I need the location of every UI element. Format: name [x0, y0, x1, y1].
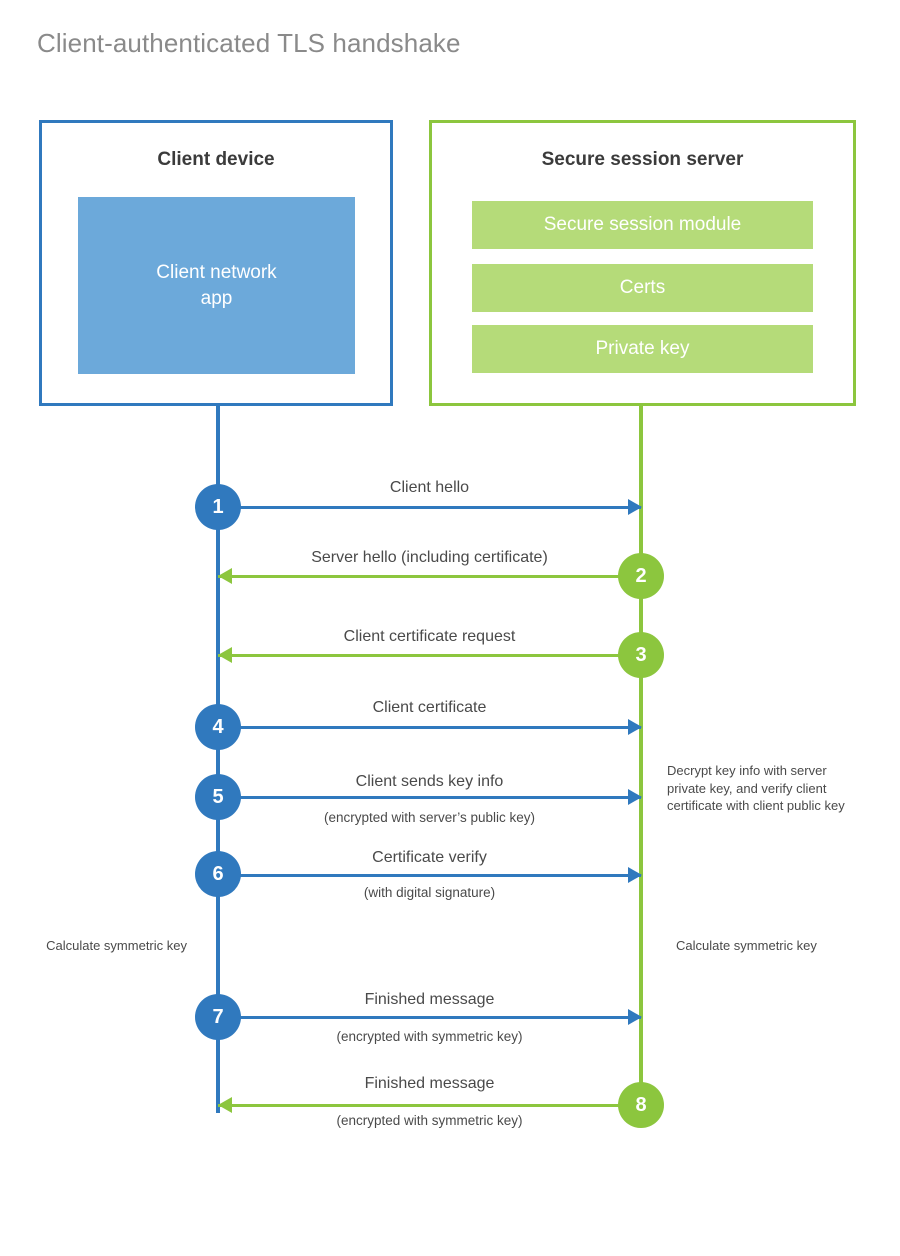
client-app-line-1: Client network — [156, 261, 277, 283]
note-calculate-symmetric-key-client: Calculate symmetric key — [46, 938, 187, 953]
message-label-5: Client sends key info — [355, 773, 504, 790]
client-network-app-block: Client network app — [78, 197, 355, 374]
client-app-line-2: app — [200, 287, 233, 309]
message-sublabel-5: (encrypted with server’s public key) — [323, 810, 536, 825]
message-sublabel-7: (encrypted with symmetric key) — [336, 1029, 523, 1044]
message-line-5 — [218, 796, 641, 799]
step-circle-2: 2 — [618, 553, 664, 599]
step-circle-7: 7 — [195, 994, 241, 1040]
step-circle-3: 3 — [618, 632, 664, 678]
page-title: Client-authenticated TLS handshake — [37, 28, 461, 58]
step-circle-8: 8 — [618, 1082, 664, 1128]
message-arrowhead-7 — [628, 1009, 642, 1025]
server-lifeline — [639, 406, 643, 1106]
step-circle-6: 6 — [195, 851, 241, 897]
message-arrowhead-8 — [218, 1097, 232, 1113]
message-label-4: Client certificate — [372, 699, 487, 716]
step-circle-4: 4 — [195, 704, 241, 750]
client-lifeline — [216, 406, 220, 1113]
note-calculate-symmetric-key-server: Calculate symmetric key — [676, 938, 817, 953]
client-device-title: Client device — [157, 149, 275, 170]
message-label-3: Client certificate request — [343, 628, 516, 645]
message-sublabel-6: (with digital signature) — [363, 885, 496, 900]
message-arrowhead-2 — [218, 568, 232, 584]
client-device-box: Client device Client network app — [39, 120, 393, 406]
message-sublabel-8: (encrypted with symmetric key) — [336, 1113, 523, 1128]
message-label-7: Finished message — [364, 991, 495, 1008]
message-line-3 — [218, 654, 641, 657]
server-component-certs: Certs — [472, 264, 813, 312]
message-label-2: Server hello (including certificate) — [311, 549, 548, 566]
message-label-8: Finished message — [364, 1075, 495, 1092]
secure-session-server-box: Secure session server Secure session mod… — [429, 120, 856, 406]
secure-session-server-title: Secure session server — [541, 149, 744, 170]
message-line-7 — [218, 1016, 641, 1019]
client-network-app-label: Client network app — [156, 260, 276, 312]
message-label-1: Client hello — [389, 479, 470, 496]
message-arrowhead-1 — [628, 499, 642, 515]
message-line-1 — [218, 506, 641, 509]
message-line-6 — [218, 874, 641, 877]
message-arrowhead-5 — [628, 789, 642, 805]
step-circle-5: 5 — [195, 774, 241, 820]
message-arrowhead-4 — [628, 719, 642, 735]
server-component-secure-session-module: Secure session module — [472, 201, 813, 249]
message-line-2 — [218, 575, 641, 578]
message-arrowhead-3 — [218, 647, 232, 663]
step-circle-1: 1 — [195, 484, 241, 530]
note-decrypt-key-info: Decrypt key info with server private key… — [667, 763, 845, 813]
message-arrowhead-6 — [628, 867, 642, 883]
message-line-4 — [218, 726, 641, 729]
message-label-6: Certificate verify — [372, 849, 487, 866]
message-line-8 — [218, 1104, 641, 1107]
server-component-private-key: Private key — [472, 325, 813, 373]
